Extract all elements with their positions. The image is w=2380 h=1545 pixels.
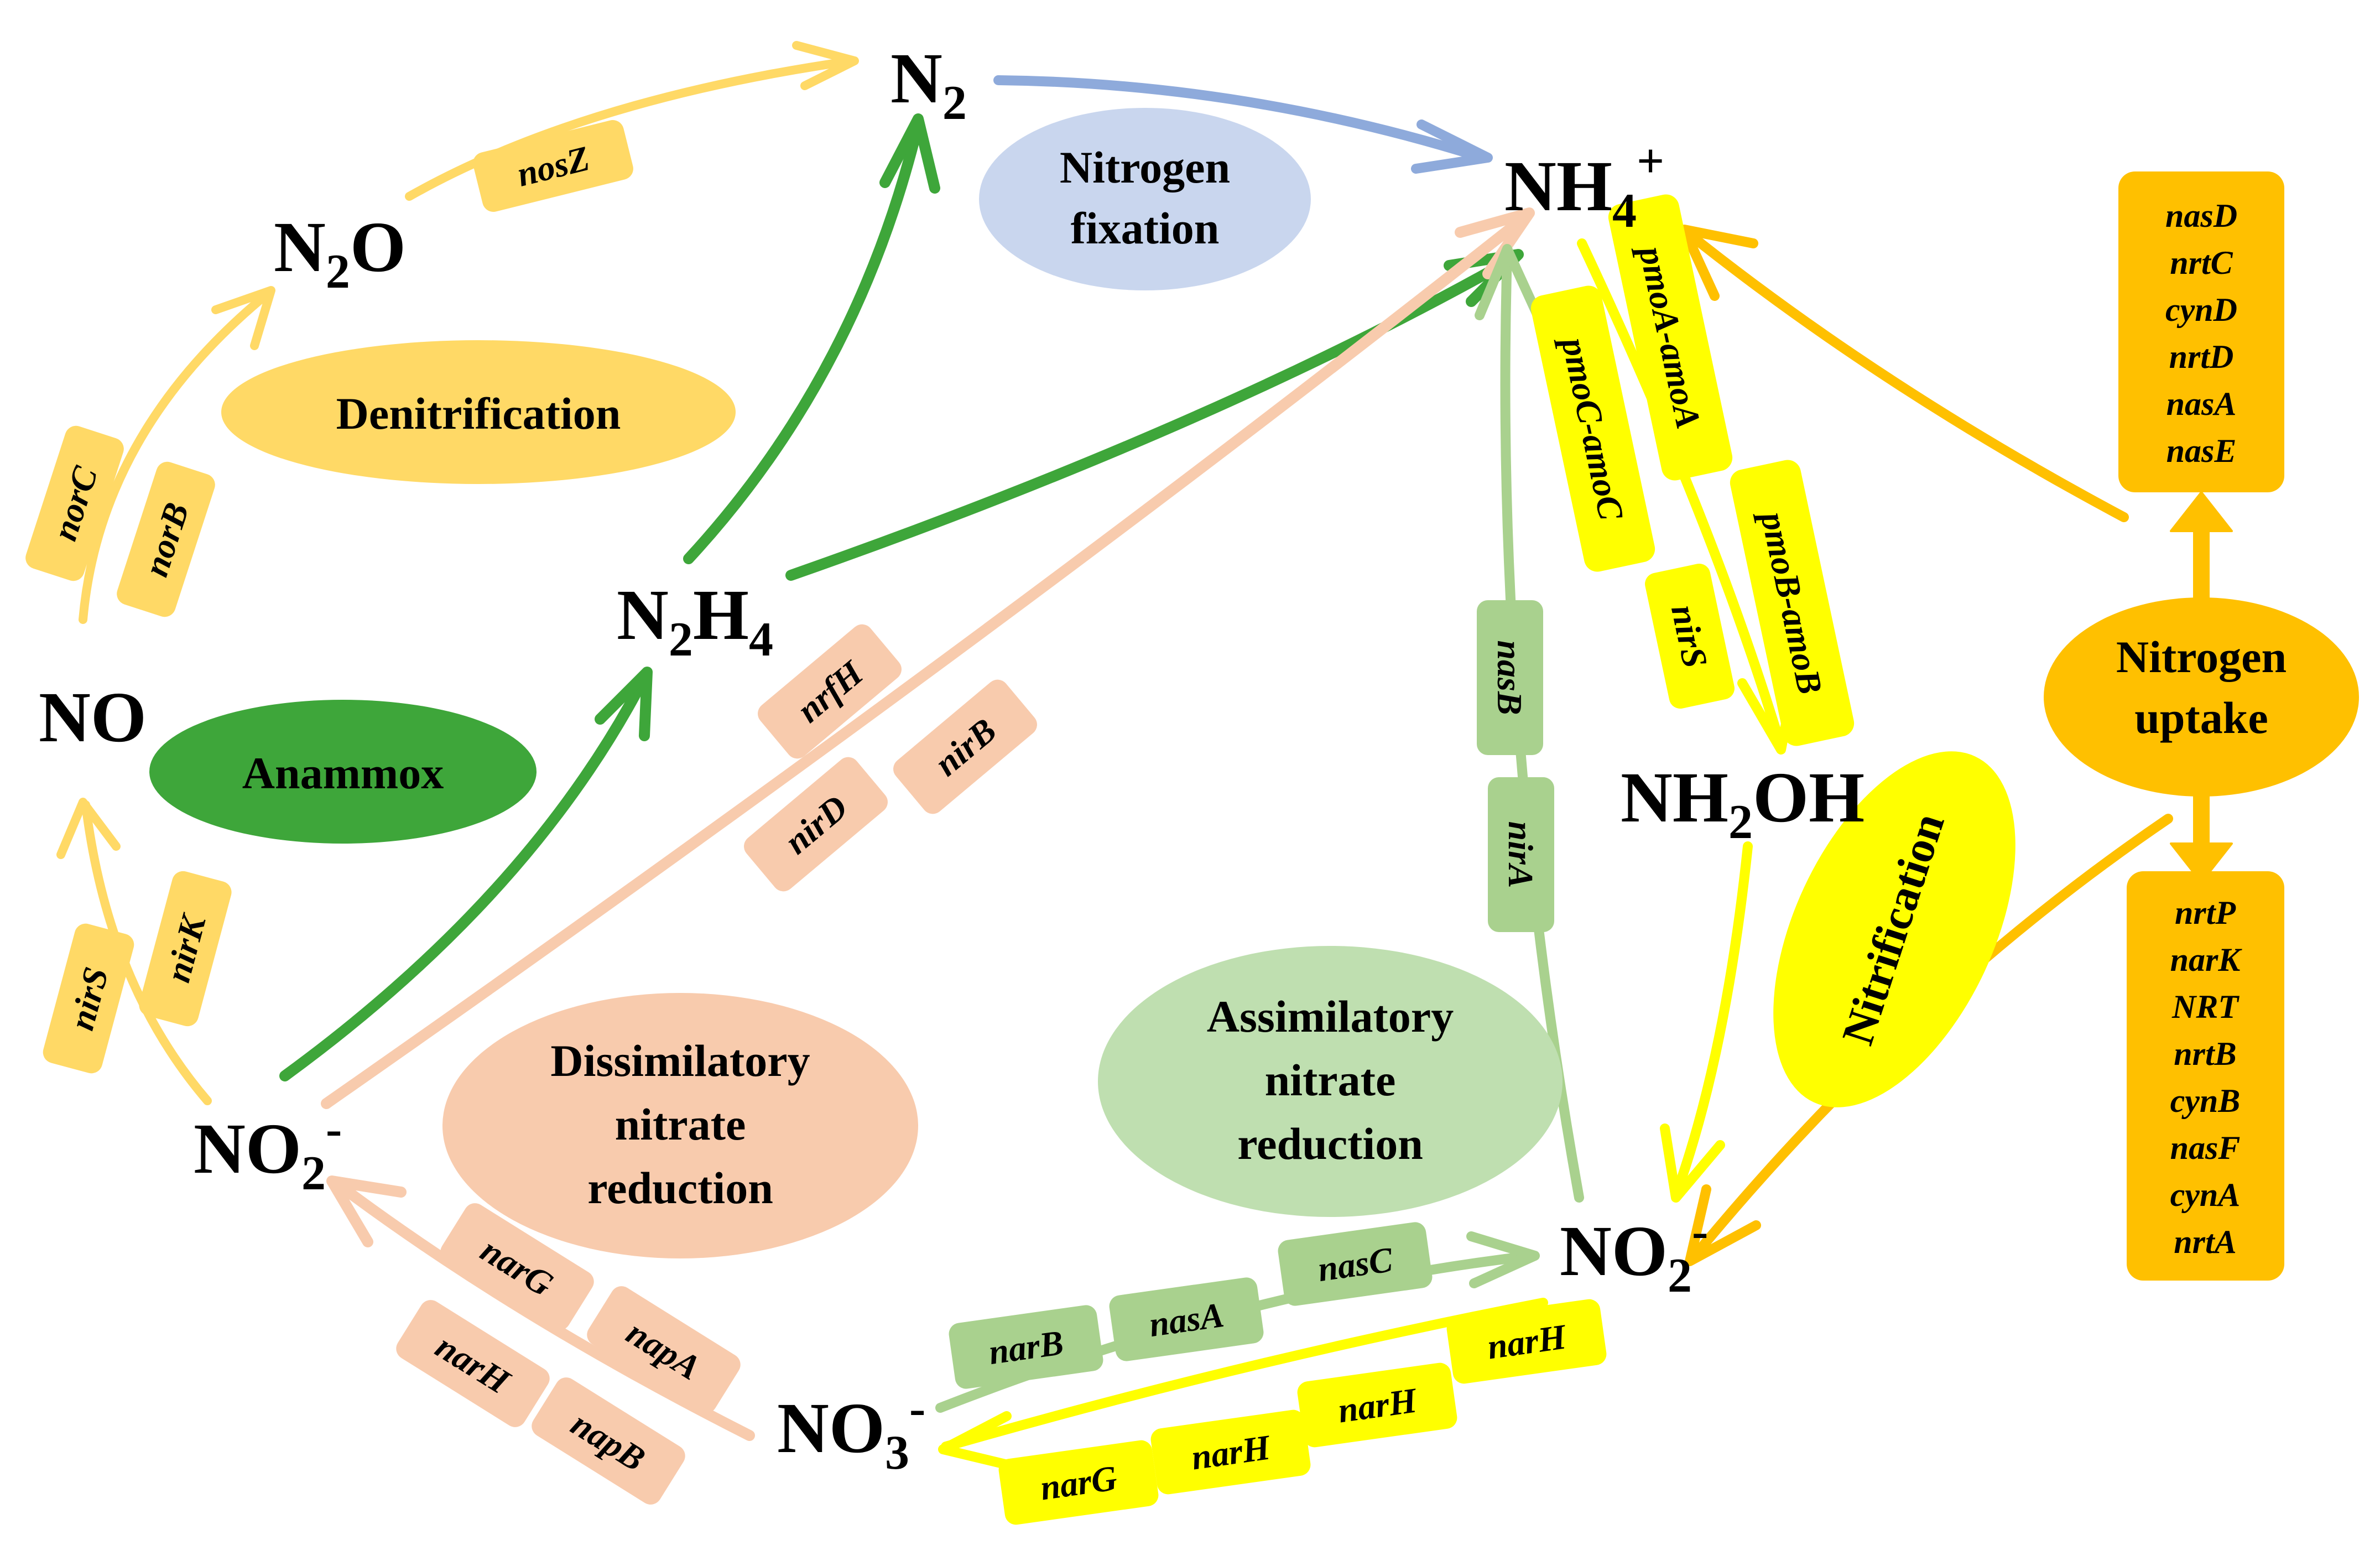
arrow-n2o-to-n2 xyxy=(405,56,856,201)
assimilatory-line-2: nitrate xyxy=(1265,1055,1396,1105)
nitrogen-fixation-label: Nitrogen fixation xyxy=(979,108,1311,290)
dnra-line-2: nitrate xyxy=(615,1099,746,1149)
compound-n2o: N2O xyxy=(274,207,406,299)
uptake-gene-list-bottom: nrtP narK NRT nrtB cynB nasF cynA nrtA xyxy=(2127,871,2284,1281)
uptake-gene-list-top: nasD nrtC cynD nrtD nasA nasE xyxy=(2118,171,2284,492)
assimilatory-line-1: Assimilatory xyxy=(1207,991,1454,1042)
arrow-no2-to-n2h4 xyxy=(279,672,650,1081)
arrowhead-no3-to-no2-dnra xyxy=(326,1175,407,1247)
gene-box-nirD: nirD xyxy=(744,757,888,892)
arrow-n2h4-to-nh4 xyxy=(785,252,1521,581)
compound-nh2oh: NH2OH xyxy=(1621,758,1865,849)
arrowhead-no3-to-no2-assim xyxy=(1466,1231,1540,1288)
gene-box-pmoB-amoB: pmoB-amoB xyxy=(1730,460,1855,746)
arrowhead-uptake-up xyxy=(2170,491,2233,532)
gene-box-narG-nit: narG xyxy=(998,1440,1159,1525)
dnra-line-1: Dissimilatory xyxy=(550,1036,810,1086)
compound-labels: N2 N2O NO N2H4 NH4+ NH2OH NO2- NO2- NO3- xyxy=(39,39,1865,1480)
uptake-bottom-gene-8: nrtA xyxy=(2174,1224,2236,1260)
uptake-top-gene-1: nasD xyxy=(2165,197,2237,234)
gene-box-nirA: nirA xyxy=(1488,777,1554,932)
compound-no3: NO3- xyxy=(777,1382,925,1480)
arrowhead-uptake-down xyxy=(2170,842,2233,883)
uptake-bottom-gene-2: narK xyxy=(2170,941,2243,978)
gene-box-nirS-nit: nirS xyxy=(1645,563,1735,709)
gene-box-nirK: nirK xyxy=(139,871,232,1027)
uptake-bottom-gene-6: nasF xyxy=(2170,1130,2241,1166)
arrow-no2-to-nh4-dnra xyxy=(321,210,1532,1109)
nitrogen-fixation-line-1: Nitrogen xyxy=(1060,142,1230,193)
arrow-n2h4-to-n2 xyxy=(683,119,924,564)
gene-box-nosZ: nosZ xyxy=(473,120,633,212)
nitrogen-uptake-line-1: Nitrogen xyxy=(2116,632,2287,682)
gene-box-nasC: nasC xyxy=(1278,1222,1433,1306)
arrowhead-no-to-n2o xyxy=(211,286,275,350)
arrowhead-no2-to-no xyxy=(56,798,121,859)
assimilatory-line-3: reduction xyxy=(1237,1119,1423,1169)
nitrogen-fixation-line-2: fixation xyxy=(1071,203,1220,253)
gene-box-nasB: nasB xyxy=(1477,600,1543,755)
arrowhead-uptake-to-no2 xyxy=(1685,1184,1761,1266)
gene-box-norC: norC xyxy=(25,425,124,581)
dnra-label: Dissimilatory nitrate reduction xyxy=(442,993,918,1258)
nitrification-label: Nitrification xyxy=(1773,751,2016,1107)
uptake-bottom-gene-3: NRT xyxy=(2171,989,2240,1025)
gene-box-nirS-left: nirS xyxy=(43,923,134,1074)
compound-n2h4: N2H4 xyxy=(617,575,773,667)
compound-n2: N2 xyxy=(890,39,967,130)
uptake-bottom-gene-4: nrtB xyxy=(2174,1036,2236,1072)
compound-nh4: NH4+ xyxy=(1504,134,1664,238)
denitrification-text: Denitrification xyxy=(336,388,621,439)
compound-no2-left: NO2- xyxy=(194,1102,342,1200)
uptake-bottom-gene-1: nrtP xyxy=(2175,894,2236,931)
gene-box-norB: norB xyxy=(117,461,215,617)
arrow-uptake-to-nh4 xyxy=(1682,227,2129,522)
gene-box-napA: napA xyxy=(587,1286,741,1413)
arrowhead-n2h4-to-n2 xyxy=(879,113,940,194)
dnra-line-3: reduction xyxy=(587,1163,773,1213)
arrowhead-nh2oh-to-no2 xyxy=(1660,1123,1725,1203)
gene-box-narH-nit-1: narH xyxy=(1150,1409,1311,1495)
gene-box-narH-nit-3: narH xyxy=(1446,1299,1607,1384)
gene-box-narH-nit-2: narH xyxy=(1297,1362,1457,1448)
assimilatory-label: Assimilatory nitrate reduction xyxy=(1098,946,1563,1217)
arrowhead-no2-to-nh4-assim xyxy=(1475,244,1543,320)
uptake-top-gene-5: nasA xyxy=(2167,386,2237,422)
anammox-label: Anammox xyxy=(149,700,537,844)
compound-no: NO xyxy=(39,678,147,757)
arrowhead-no2-to-n2h4 xyxy=(595,667,653,741)
fixation-arrow xyxy=(993,75,1493,174)
uptake-top-gene-6: nasE xyxy=(2167,433,2237,469)
nitrogen-uptake-label: Nitrogen uptake xyxy=(2044,597,2359,797)
uptake-top-gene-2: nrtC xyxy=(2170,245,2233,281)
arrowhead-no2-to-no3-nit xyxy=(938,1411,1017,1471)
gene-box-nirB: nirB xyxy=(893,679,1037,814)
uptake-bottom-gene-7: cynA xyxy=(2170,1177,2241,1213)
arrow-no-to-n2o xyxy=(79,289,273,624)
nitrogen-uptake-line-2: uptake xyxy=(2134,693,2268,743)
uptake-bottom-gene-5: cynB xyxy=(2170,1083,2241,1119)
arrow-nh2oh-to-no2 xyxy=(1671,841,1753,1200)
uptake-top-gene-4: nrtD xyxy=(2169,339,2234,375)
process-ellipses: Nitrogen fixation Denitrification Anammo… xyxy=(149,108,2359,1258)
arrow-nh4-to-nh2oh xyxy=(1577,238,1786,752)
gene-boxes: nosZ norC norB nirS nirK nrfH nirB xyxy=(25,120,2284,1525)
anammox-text: Anammox xyxy=(242,748,444,798)
arrowhead-n2o-to-n2 xyxy=(792,41,859,90)
arrowhead-n2-to-nh4 xyxy=(1411,119,1493,174)
uptake-top-gene-3: cynD xyxy=(2165,292,2237,328)
gene-box-narB: narB xyxy=(949,1305,1103,1389)
anammox-arrows xyxy=(279,113,1524,1081)
compound-no2-right: NO2- xyxy=(1560,1205,1708,1303)
denitrification-label: Denitrification xyxy=(221,340,736,484)
svg-text:nirA: nirA xyxy=(1501,821,1540,888)
svg-text:nasB: nasB xyxy=(1490,640,1529,715)
gene-box-nasA-assim: nasA xyxy=(1109,1277,1264,1361)
arrow-n2-to-nh4 xyxy=(993,75,1487,163)
